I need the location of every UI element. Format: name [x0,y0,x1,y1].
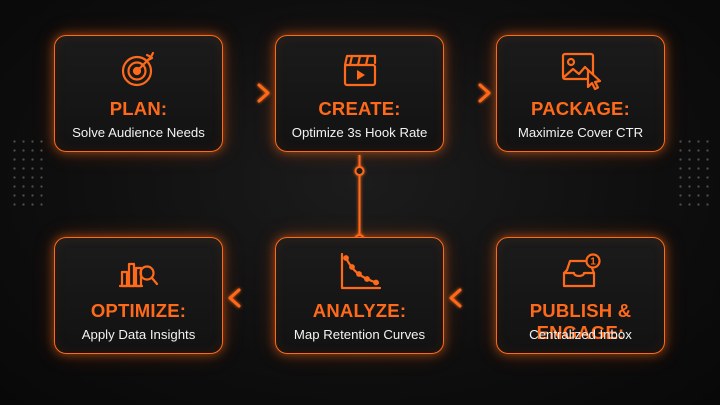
step-card-package: PACKAGE: Maximize Cover CTR [496,35,665,152]
arrow-create-to-package [445,83,491,103]
step-subtitle: Optimize 3s Hook Rate [291,125,428,140]
step-title: PLAN: [109,98,168,119]
vertical-connector-create-analyze [354,155,365,244]
step-card-analyze: ANALYZE: Map Retention Curves [275,237,444,354]
step-title: CREATE: [318,98,401,119]
step-title: PACKAGE: [531,98,630,119]
target-icon [117,50,161,88]
step-title: PUBLISH & ENGAGE: [529,300,632,343]
step-title: ANALYZE: [312,300,407,321]
clapperboard-video-icon [338,50,382,88]
image-cursor-icon [559,50,603,91]
step-card-plan: PLAN: Solve Audience Needs [54,35,223,152]
step-card-optimize: OPTIMIZE: Apply Data Insights [54,237,223,354]
step-title: OPTIMIZE: [90,300,187,321]
chart-magnifier-icon [117,252,161,290]
inbox-notification-icon: 1 [559,252,603,290]
step-subtitle: Solve Audience Needs [72,125,205,140]
notification-badge: 1 [590,257,596,268]
decline-curve-icon [338,252,382,290]
step-card-publish-engage: 1 PUBLISH & ENGAGE: Centralized Inbox [496,237,665,354]
arrow-plan-to-create [224,83,270,103]
step-subtitle: Centralized Inbox [529,327,632,342]
arrow-publish-to-analyze [449,288,494,308]
step-subtitle: Maximize Cover CTR [517,125,644,140]
step-subtitle: Apply Data Insights [81,327,196,342]
arrow-analyze-to-optimize [228,288,273,308]
decorative-dots-right [676,137,712,207]
decorative-dots-left [10,137,46,207]
step-card-create: CREATE: Optimize 3s Hook Rate [275,35,444,152]
step-subtitle: Map Retention Curves [293,327,426,342]
